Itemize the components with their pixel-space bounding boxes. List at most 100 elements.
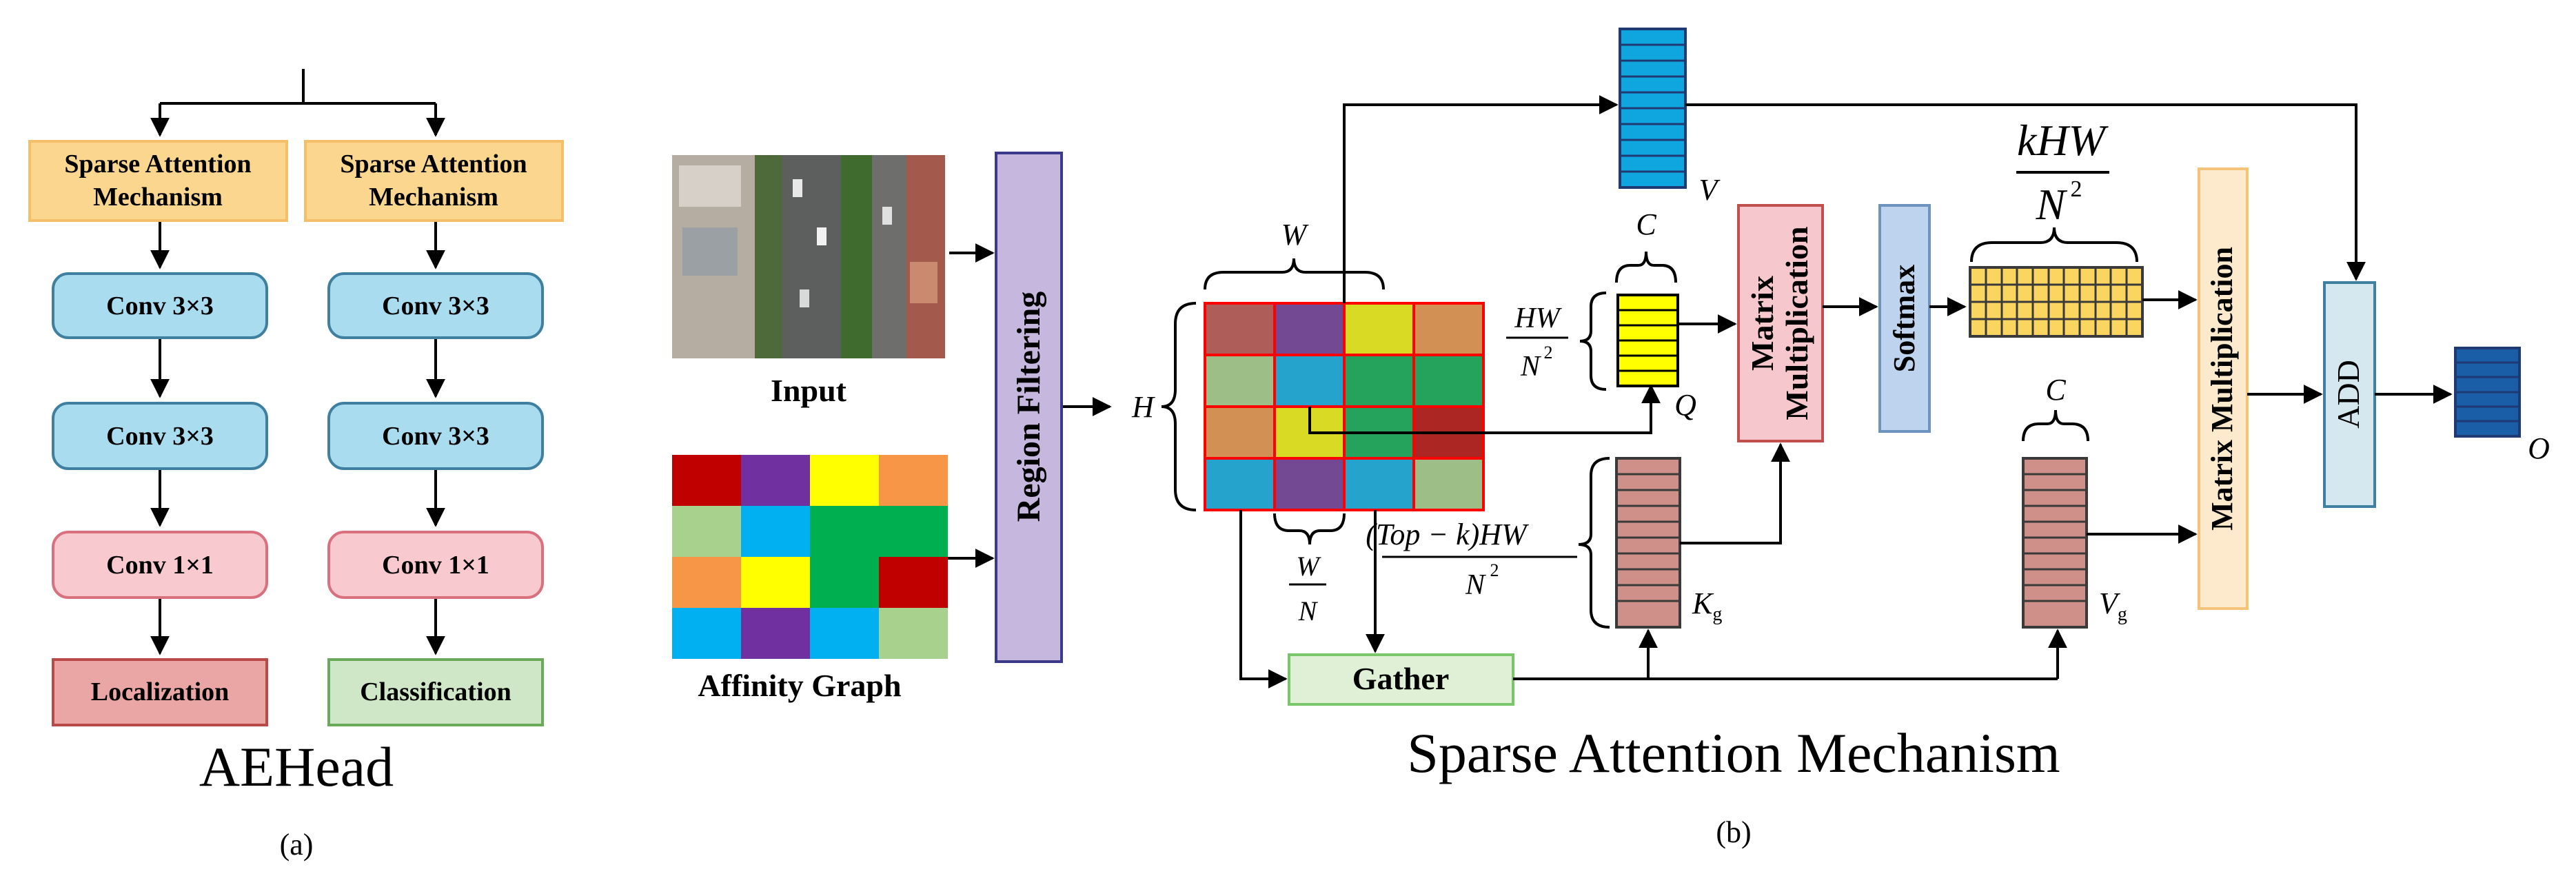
softmax-label: Softmax bbox=[1887, 265, 1921, 372]
conv3x3-label: Conv 3×3 bbox=[382, 422, 489, 451]
conv3x3-box bbox=[52, 272, 268, 339]
sparse-attention-label-line2: Mechanism bbox=[93, 183, 223, 212]
conv3x3-box bbox=[327, 402, 544, 470]
H-brace bbox=[1161, 302, 1197, 511]
matmul2-box bbox=[2198, 167, 2249, 610]
affinity-cell bbox=[741, 608, 810, 659]
conv1x1-label: Conv 1×1 bbox=[382, 551, 489, 580]
region-filtering-label: Region Filtering bbox=[1011, 292, 1047, 522]
svg-text:N: N bbox=[1465, 569, 1486, 601]
Q-height-brace bbox=[1579, 292, 1607, 391]
V-vector bbox=[1619, 28, 1687, 189]
Kg-label: Kg bbox=[1692, 587, 1722, 625]
affinity-cell bbox=[810, 506, 879, 557]
W-brace bbox=[1382, 258, 1542, 289]
kHW-over-N2-fraction: kHW N 2 bbox=[2016, 116, 2109, 229]
V-label: V bbox=[1699, 173, 1721, 207]
affinity-cell bbox=[810, 608, 879, 659]
conv1x1-box bbox=[52, 531, 268, 599]
C-label-Vg: C bbox=[2045, 373, 2066, 407]
svg-text:(Top − k)HW: (Top − k)HW bbox=[1366, 518, 1529, 551]
conv3x3-label: Conv 3×3 bbox=[106, 422, 214, 451]
W-brace bbox=[1204, 258, 1385, 290]
affinity-cell bbox=[672, 557, 741, 608]
add-label: ADD bbox=[2331, 360, 2366, 429]
affinity-cell bbox=[672, 506, 741, 557]
V-to-add-arrow bbox=[1685, 103, 2366, 281]
Vg-vector bbox=[2022, 457, 2088, 629]
H-label: H bbox=[1131, 390, 1155, 424]
affinity-cell bbox=[879, 506, 948, 557]
svg-text:HW: HW bbox=[1514, 303, 1562, 334]
matmul1-box bbox=[1737, 204, 1824, 442]
localization-box bbox=[52, 658, 268, 726]
svg-text:2: 2 bbox=[1490, 560, 1499, 580]
conv3x3-box bbox=[327, 272, 544, 339]
svg-text:N: N bbox=[1520, 351, 1541, 383]
affinity-cell bbox=[672, 608, 741, 659]
sparse-attention-box bbox=[304, 140, 564, 222]
head-classification: Sparse Attention Mechanism Conv 3×3 Conv… bbox=[304, 140, 564, 726]
C-brace-Vg bbox=[2022, 409, 2089, 442]
sparse-attention-label-line1: Sparse Attention bbox=[340, 150, 527, 179]
panel-b-caption: (b) bbox=[1716, 815, 1751, 849]
W-over-N-fraction: W N bbox=[1289, 551, 1326, 626]
Kg-vector bbox=[1615, 457, 1681, 629]
matmul1-label-line2: Multiplication bbox=[1779, 226, 1814, 420]
panel-b: Input Affinity Graph Region Filtering H … bbox=[672, 28, 2550, 849]
localization-label: Localization bbox=[91, 677, 230, 706]
svg-text:2: 2 bbox=[1544, 343, 1553, 363]
panel-a-title: AEHead bbox=[199, 735, 394, 798]
topk-fraction: (Top − k)HW N 2 bbox=[1366, 518, 1577, 601]
affinity-cell bbox=[672, 455, 741, 506]
classification-label: Classification bbox=[360, 677, 511, 706]
Vg-label: Vg bbox=[2099, 587, 2127, 625]
C-brace-Q bbox=[1615, 251, 1677, 283]
affinity-cell bbox=[810, 455, 879, 506]
attention-score-grid bbox=[1969, 266, 2144, 338]
W-label: W bbox=[1281, 218, 1309, 252]
matmul2-label: Matrix Multiplication bbox=[2205, 247, 2239, 531]
region-filter-inputs bbox=[948, 243, 1112, 568]
Kg-height-brace bbox=[1578, 457, 1610, 629]
kHW-brace bbox=[1970, 227, 2138, 263]
affinity-cell bbox=[879, 557, 948, 608]
region-filtering-box bbox=[995, 152, 1063, 663]
svg-text:N: N bbox=[2036, 180, 2068, 229]
svg-text:N: N bbox=[1298, 595, 1319, 626]
affinity-cell bbox=[879, 608, 948, 659]
input-label: Input bbox=[771, 373, 847, 408]
W-over-N-brace bbox=[1273, 513, 1346, 545]
conv3x3-label: Conv 3×3 bbox=[382, 292, 489, 320]
Q-label: Q bbox=[1674, 388, 1696, 422]
svg-text:W: W bbox=[1296, 551, 1321, 582]
Q-vector bbox=[1616, 294, 1679, 387]
panel-b-title: Sparse Attention Mechanism bbox=[1407, 722, 2060, 784]
conv1x1-label: Conv 1×1 bbox=[106, 551, 214, 580]
HW-over-N2-fraction: HW N 2 bbox=[1506, 303, 1568, 383]
O-vector bbox=[2454, 347, 2521, 438]
affinity-graph bbox=[672, 455, 948, 659]
sparse-attention-label-line1: Sparse Attention bbox=[64, 150, 251, 179]
Kg-to-matmul-arrow bbox=[1680, 442, 1790, 544]
sparse-attention-label-line2: Mechanism bbox=[369, 183, 498, 212]
svg-text:2: 2 bbox=[2071, 176, 2082, 202]
affinity-cell bbox=[879, 455, 948, 506]
conv3x3-label: Conv 3×3 bbox=[106, 292, 214, 320]
panel-a-connectors bbox=[150, 69, 445, 655]
svg-text:kHW: kHW bbox=[2017, 116, 2109, 165]
region-grid bbox=[1204, 302, 1485, 511]
gather-label: Gather bbox=[1352, 661, 1450, 696]
affinity-cell bbox=[810, 557, 879, 608]
affinity-cell bbox=[741, 557, 810, 608]
O-label: O bbox=[2528, 431, 2550, 465]
matmul1-label-line1: Matrix bbox=[1745, 276, 1780, 371]
sparse-attention-box bbox=[28, 140, 288, 222]
C-label-Q: C bbox=[1636, 207, 1656, 241]
head-localization: Sparse Attention Mechanism Conv 3×3 Conv… bbox=[28, 140, 288, 726]
affinity-graph-label: Affinity Graph bbox=[698, 668, 901, 703]
gather-connectors bbox=[1513, 629, 2067, 680]
affinity-cell bbox=[741, 506, 810, 557]
conv1x1-box bbox=[327, 531, 544, 599]
